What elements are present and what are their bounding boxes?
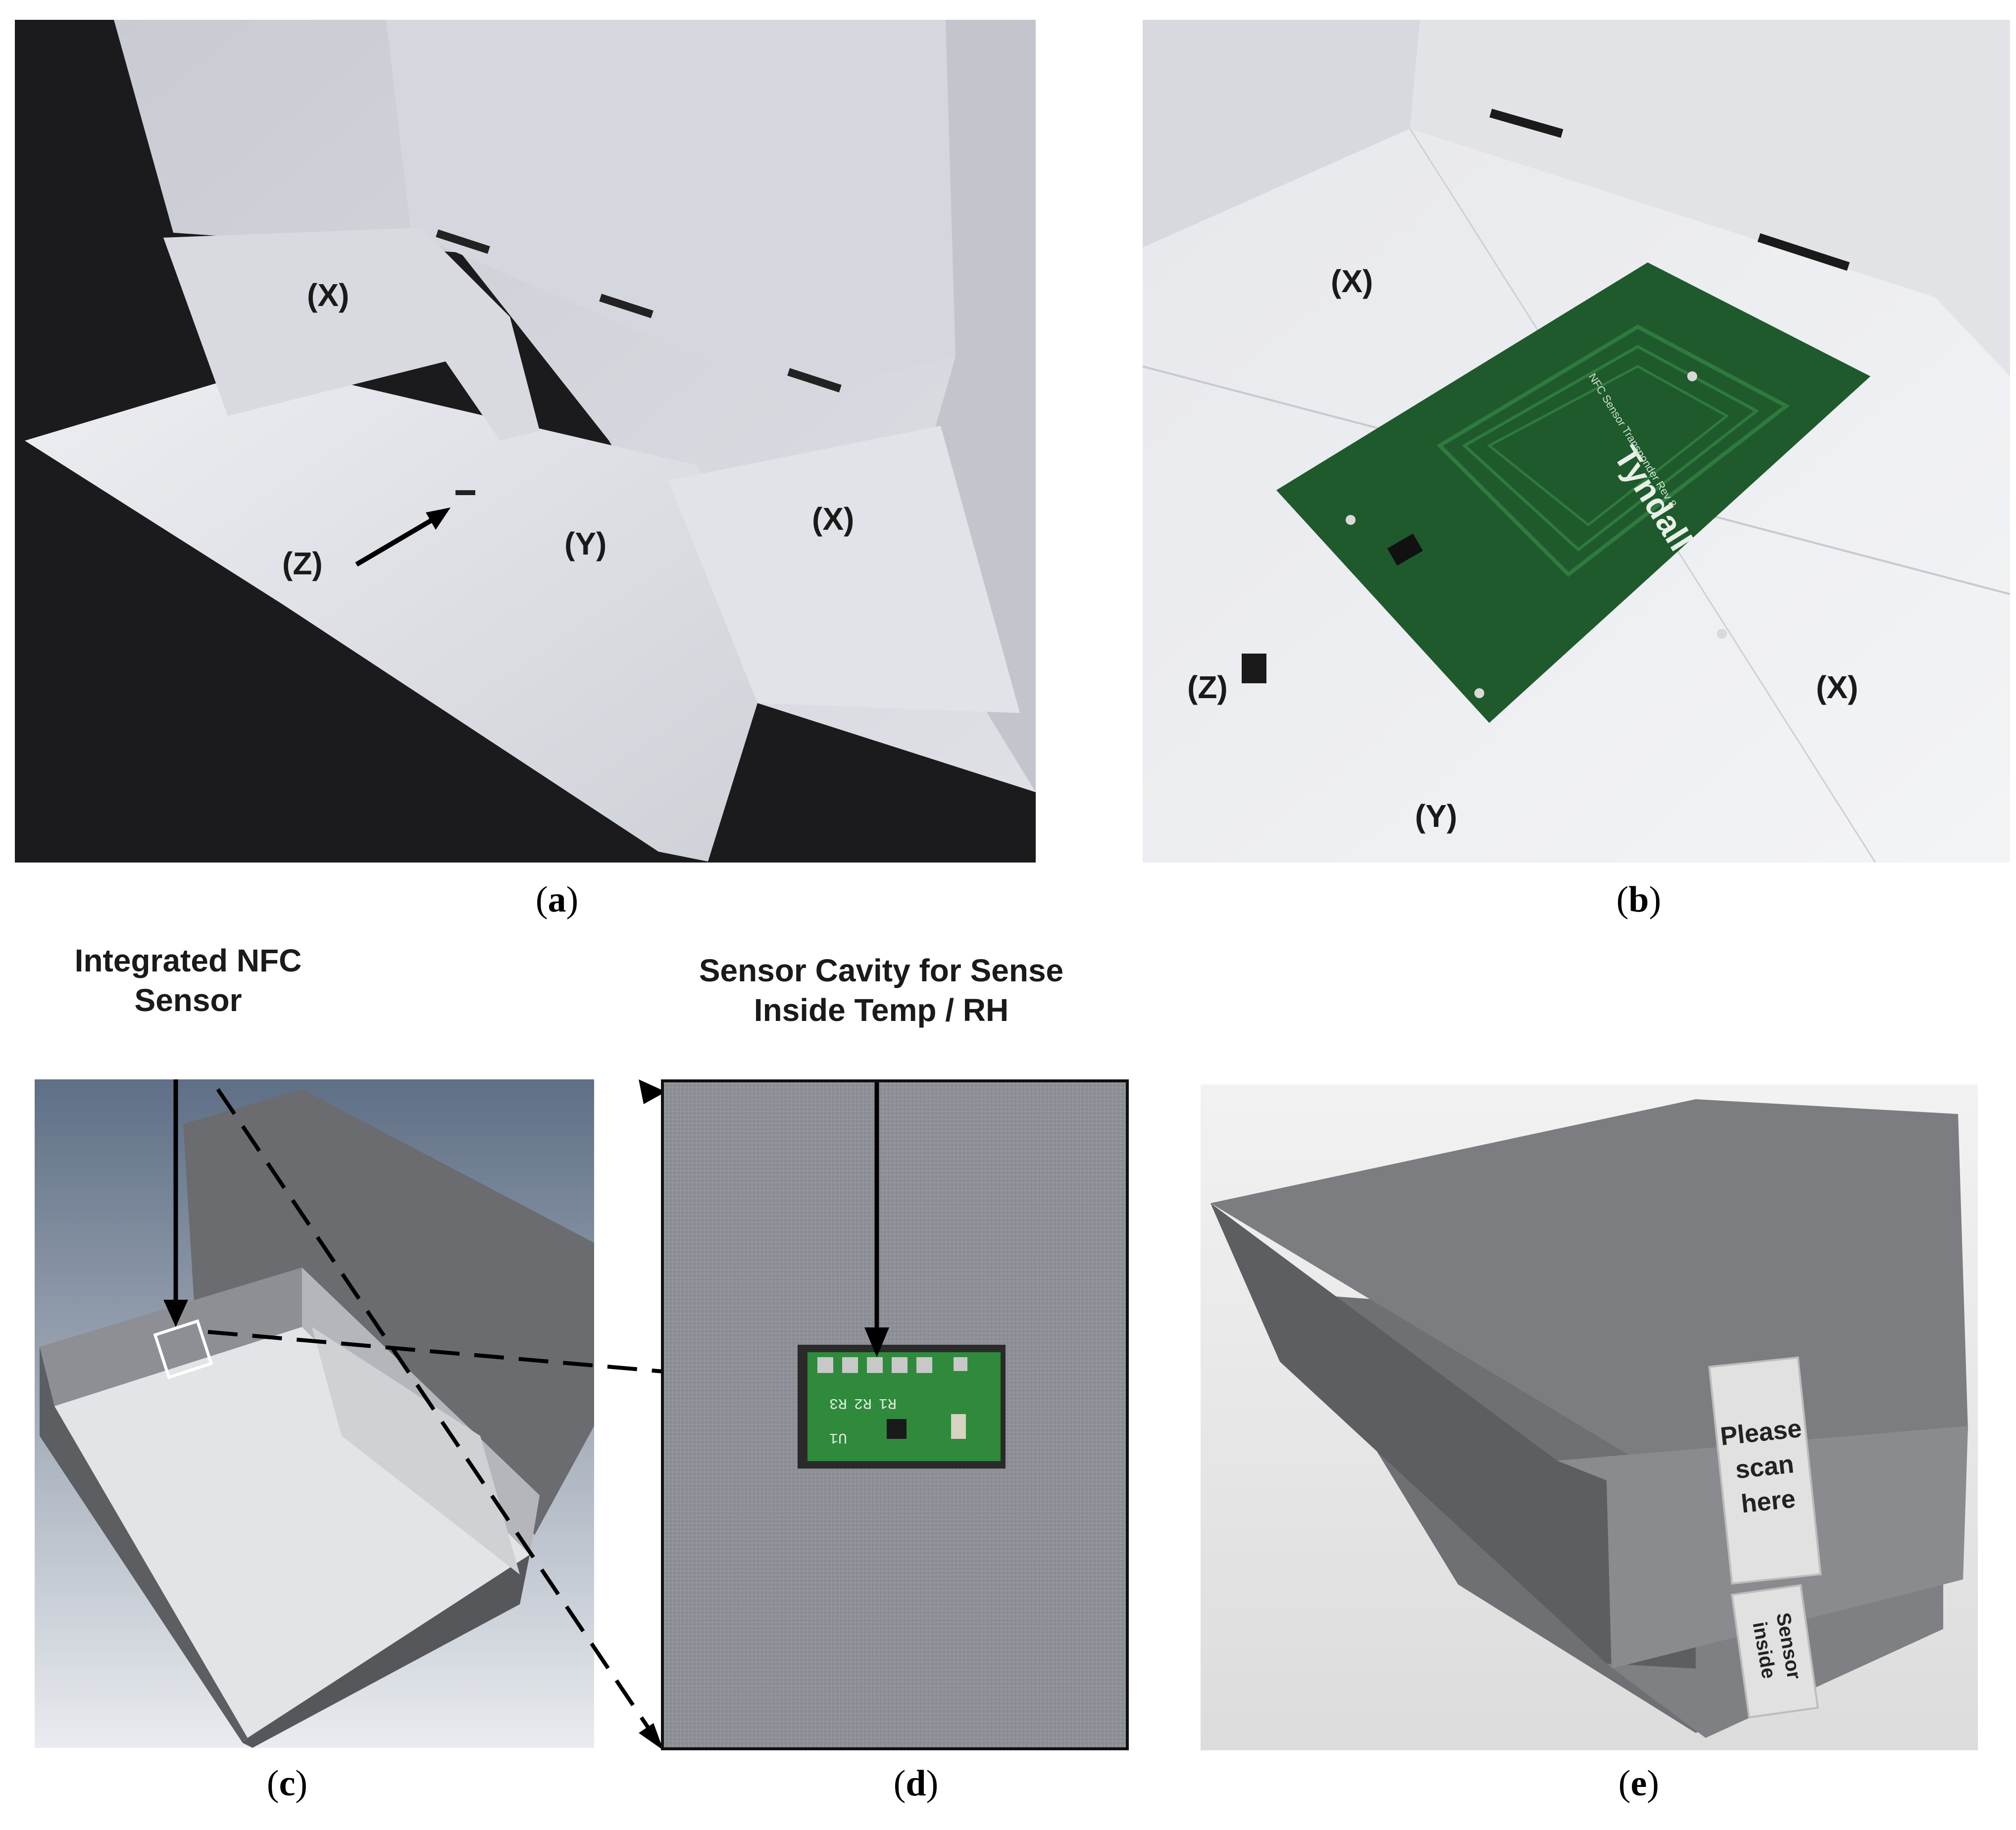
sensor-slot-z bbox=[455, 490, 475, 495]
box-lid-side bbox=[1210, 1203, 1696, 1669]
zoom-line-bottom bbox=[216, 1088, 660, 1744]
caption-a: (a) bbox=[535, 879, 579, 920]
callout-arrow-head bbox=[163, 1300, 188, 1327]
callout-cavity-line2: Inside Temp / RH bbox=[754, 992, 1009, 1028]
flap-x-left bbox=[163, 228, 540, 441]
label-x-2: (X) bbox=[812, 501, 854, 537]
caption-d-letter: d bbox=[906, 1763, 926, 1804]
silk-r2: R2 bbox=[854, 1394, 872, 1411]
label-z: (Z) bbox=[282, 546, 323, 581]
base-panel-y bbox=[25, 366, 757, 862]
silk-r1: R1 bbox=[879, 1394, 897, 1411]
wall-left bbox=[1143, 20, 1420, 248]
caption-e: (e) bbox=[1618, 1763, 1660, 1804]
label-please-scan bbox=[1708, 1356, 1822, 1585]
caption-c-letter: c bbox=[279, 1763, 296, 1804]
caption-e-letter: e bbox=[1630, 1763, 1647, 1804]
label-y: (Y) bbox=[564, 526, 606, 561]
callout-nfc-line1: Integrated NFC bbox=[74, 943, 302, 978]
sensor-highlight-box bbox=[153, 1319, 213, 1379]
silk-u1: U1 bbox=[829, 1429, 847, 1446]
label-y: (Y) bbox=[1415, 798, 1457, 834]
label-x-2: (X) bbox=[1816, 669, 1858, 705]
slot bbox=[1757, 233, 1850, 271]
panel-c-illustration bbox=[35, 1079, 594, 1748]
pointer-arrow-head bbox=[426, 508, 451, 530]
panel-d-illustration: R1 R2 R3 U1 bbox=[664, 1082, 1126, 1747]
box-lid bbox=[183, 1089, 594, 1535]
panel-d-photo: R1 R2 R3 U1 bbox=[661, 1079, 1129, 1750]
slot bbox=[599, 294, 654, 318]
caption-b-letter: b bbox=[1628, 879, 1649, 920]
panel-c-photo bbox=[35, 1079, 594, 1748]
callout-arrow-head bbox=[864, 1327, 889, 1357]
callout-nfc-sensor: Integrated NFC Sensor bbox=[40, 941, 337, 1020]
box-divider bbox=[312, 1327, 520, 1575]
capacitor bbox=[951, 1414, 966, 1439]
zoom-arrowhead-top bbox=[639, 1079, 666, 1104]
label-top-line2: scan bbox=[1734, 1450, 1795, 1484]
callout-sensor-cavity: Sensor Cavity for Sense Inside Temp / RH bbox=[639, 951, 1124, 1030]
box-floor bbox=[54, 1327, 530, 1738]
temp-rh-sensor-chip bbox=[887, 1419, 907, 1439]
panel-a-photo: (X) (X) (Y) (Z) bbox=[15, 20, 1036, 863]
wall-back bbox=[1410, 20, 2010, 376]
nfc-pcb bbox=[1276, 262, 1870, 723]
silk-r3: R3 bbox=[829, 1394, 847, 1411]
caption-a-letter: a bbox=[548, 879, 566, 920]
caption-d: (d) bbox=[893, 1763, 939, 1804]
pcb-chip bbox=[1387, 533, 1423, 566]
pointer-arrow-line bbox=[355, 512, 442, 567]
panel-e-illustration: Please scan here Sensor inside bbox=[1201, 1084, 1978, 1750]
box-wall-left bbox=[40, 1347, 248, 1743]
label-x-1: (X) bbox=[307, 277, 349, 313]
panel-a-illustration: (X) (X) (Y) (Z) bbox=[15, 20, 1036, 863]
nfc-antenna-coil bbox=[1436, 324, 1790, 577]
flap-x-right bbox=[668, 426, 1020, 713]
sensor-z bbox=[1242, 654, 1266, 683]
slot bbox=[787, 368, 842, 393]
label-top-line3: here bbox=[1740, 1484, 1797, 1519]
zoom-arrowhead-bottom bbox=[639, 1723, 663, 1750]
box-wall-front bbox=[243, 1555, 530, 1748]
callout-nfc-line2: Sensor bbox=[134, 982, 242, 1018]
caption-c: (c) bbox=[266, 1763, 308, 1804]
slot bbox=[1489, 108, 1563, 138]
caption-b: (b) bbox=[1616, 879, 1662, 920]
callout-cavity-line1: Sensor Cavity for Sense bbox=[699, 953, 1064, 988]
zoom-line-top bbox=[207, 1330, 664, 1373]
label-z: (Z) bbox=[1187, 669, 1228, 705]
panel-b-photo: Tyndall NFC Sensor Transponder Rev 8 (X)… bbox=[1143, 20, 2010, 863]
label-sensor-inside bbox=[1731, 1584, 1819, 1719]
label-x-1: (X) bbox=[1331, 263, 1373, 299]
panel-e-photo: Please scan here Sensor inside bbox=[1201, 1084, 1978, 1750]
slot bbox=[436, 229, 490, 254]
panel-b-illustration: Tyndall NFC Sensor Transponder Rev 8 (X)… bbox=[1143, 20, 2010, 863]
box-wall-back bbox=[40, 1268, 302, 1406]
